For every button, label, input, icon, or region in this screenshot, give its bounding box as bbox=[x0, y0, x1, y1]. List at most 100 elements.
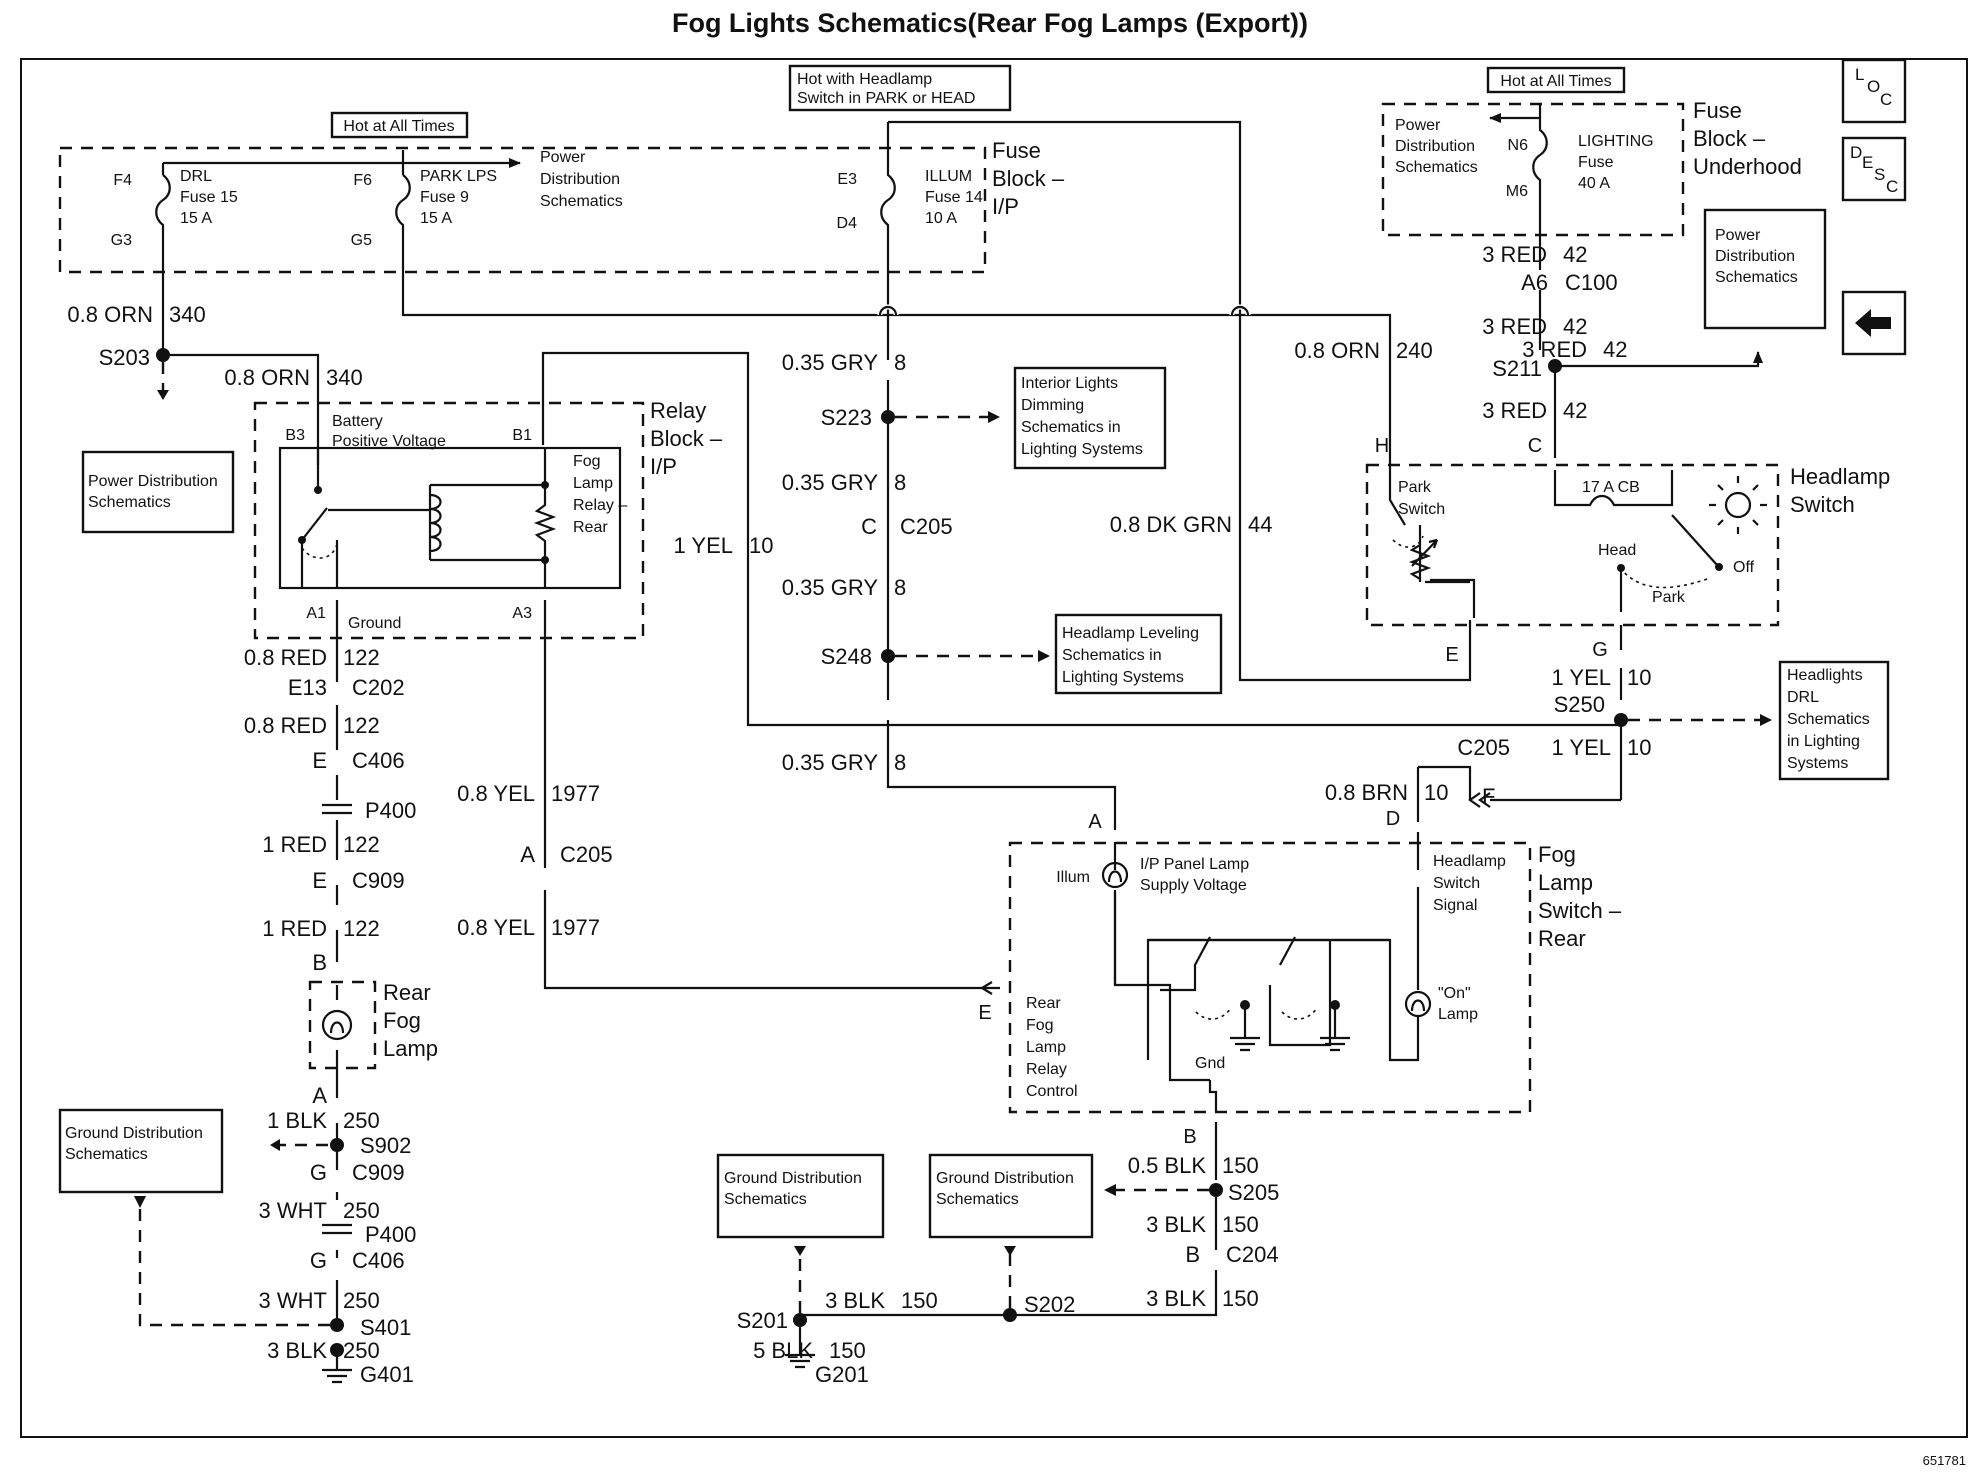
wire-w_red122b-gauge-color: 0.8 RED bbox=[244, 713, 327, 738]
hot-label-right: Hot at All Times bbox=[1500, 73, 1611, 90]
connector-c406b: C406 bbox=[352, 1248, 405, 1273]
hs-pin-c: C bbox=[1528, 435, 1542, 457]
headlamp-signal-label: Switch bbox=[1433, 875, 1480, 892]
power-dist-underhood: Distribution bbox=[1395, 138, 1475, 155]
wire-w_yel10a-gauge-color: 1 YEL bbox=[673, 533, 733, 558]
on-lamp-label: Lamp bbox=[1438, 1006, 1478, 1023]
loc-icon[interactable]: L bbox=[1855, 65, 1864, 84]
wire-w_wht250a-gauge-color: 3 WHT bbox=[259, 1198, 327, 1223]
connector-a205: A bbox=[520, 842, 535, 867]
fuse-block-underhood-label: Fuse bbox=[1693, 98, 1742, 123]
park-switch-label: Switch bbox=[1398, 501, 1445, 518]
headlamp-switch-label: Headlamp bbox=[1790, 464, 1890, 489]
desc-icon[interactable]: S bbox=[1874, 165, 1885, 184]
fog-switch-label: Fog bbox=[1538, 842, 1576, 867]
relay-pin-b1: B1 bbox=[512, 427, 532, 444]
wire-w_yel10b-gauge-color: 1 YEL bbox=[1551, 665, 1611, 690]
loc-icon[interactable]: C bbox=[1880, 90, 1892, 109]
wire-w_orn340b-circuit: 340 bbox=[326, 365, 363, 390]
relay-pin-a1: A1 bbox=[306, 605, 326, 622]
rear-fog-lamp-label: Rear bbox=[383, 980, 431, 1005]
wire-w_orn340a-circuit: 340 bbox=[169, 302, 206, 327]
fuse-bottom-pin: G3 bbox=[111, 232, 132, 249]
fuse-name: 15 A bbox=[180, 210, 212, 227]
wire-w_red122d-gauge-color: 1 RED bbox=[262, 916, 327, 941]
relay-control-label: Control bbox=[1026, 1083, 1078, 1100]
relay-block-label: Block – bbox=[650, 426, 723, 451]
wire-w_yel10b-circuit: 10 bbox=[1627, 665, 1651, 690]
page-title: Fog Lights Schematics(Rear Fog Lamps (Ex… bbox=[671, 8, 1309, 38]
wire-w_orn340a-gauge-color: 0.8 ORN bbox=[67, 302, 153, 327]
wire-w_orn240-gauge-color: 0.8 ORN bbox=[1294, 338, 1380, 363]
wire-w_orn240-circuit: 240 bbox=[1396, 338, 1433, 363]
fog-relay-label: Relay – bbox=[573, 497, 627, 514]
connector-c204: C204 bbox=[1226, 1242, 1279, 1267]
relay-internals bbox=[278, 446, 622, 590]
ref-ground-mid2: Ground Distribution bbox=[936, 1170, 1074, 1187]
connector-c202: C202 bbox=[352, 675, 405, 700]
hs-pin-g: G bbox=[1592, 639, 1608, 661]
wire-w_blk150a-circuit: 150 bbox=[1222, 1153, 1259, 1178]
connector-s902: S902 bbox=[360, 1133, 411, 1158]
back-arrow-icon[interactable] bbox=[1855, 309, 1891, 337]
underhood-fuse-wiring bbox=[1489, 104, 1763, 458]
relay-block-label: I/P bbox=[650, 454, 677, 479]
connector-c909b: C909 bbox=[352, 1160, 405, 1185]
wire-crossing-hops bbox=[877, 304, 1251, 316]
fog-relay-label: Lamp bbox=[573, 475, 613, 492]
wire-w_gry8d-circuit: 8 bbox=[894, 750, 906, 775]
loc-icon[interactable]: O bbox=[1867, 77, 1880, 96]
desc-icon[interactable]: E bbox=[1862, 153, 1873, 172]
rear-fog-lamp-label: Fog bbox=[383, 1008, 421, 1033]
connector-g406: G bbox=[310, 1248, 327, 1273]
fog-switch-internals bbox=[1101, 861, 1432, 1180]
rear-fog-lamp-outline bbox=[308, 980, 377, 1070]
wire-w_wht250b-circuit: 250 bbox=[343, 1288, 380, 1313]
wire-w_orn340b-gauge-color: 0.8 ORN bbox=[224, 365, 310, 390]
fuse-top-pin: F4 bbox=[113, 172, 132, 189]
wire-w_gry8a-gauge-color: 0.35 GRY bbox=[782, 350, 879, 375]
relay-control-label: Relay bbox=[1026, 1061, 1067, 1078]
connector-c205b: C205 bbox=[900, 514, 953, 539]
wire-w_blk150d-gauge-color: 3 BLK bbox=[825, 1288, 885, 1313]
fuse-name: ILLUM bbox=[925, 168, 972, 185]
wire-w_blk250-circuit: 250 bbox=[343, 1108, 380, 1133]
wire-w_blk250b-gauge-color: 3 BLK bbox=[267, 1338, 327, 1363]
power-dist-underhood: Schematics bbox=[1395, 159, 1478, 176]
connector-c100: C100 bbox=[1565, 270, 1618, 295]
fuse-block-ip-label: I/P bbox=[992, 194, 1019, 219]
ref-interior: Interior Lights bbox=[1021, 375, 1118, 392]
battery-positive-label: Battery bbox=[332, 413, 383, 430]
connector-s248: S248 bbox=[821, 644, 872, 669]
park-switch-label: Park bbox=[1398, 479, 1432, 496]
wire-w_blk150c-gauge-color: 3 BLK bbox=[1146, 1286, 1206, 1311]
wire-w_yel10c-circuit: 10 bbox=[1627, 735, 1651, 760]
ref-interior: Schematics in bbox=[1021, 419, 1121, 436]
wire-w_gry8b-gauge-color: 0.35 GRY bbox=[782, 470, 879, 495]
relay-block-label: Relay bbox=[650, 398, 706, 423]
head-label: Head bbox=[1598, 542, 1636, 559]
connector-e406: E bbox=[312, 748, 327, 773]
diagram-frame bbox=[20, 58, 1968, 1438]
left-column-wiring bbox=[156, 348, 1618, 1325]
wire-w_red122c-circuit: 122 bbox=[343, 832, 380, 857]
fuse-name: 10 A bbox=[925, 210, 957, 227]
hot-label-headlamp: Hot with Headlamp bbox=[797, 71, 932, 88]
ip-panel-label: Supply Voltage bbox=[1140, 877, 1247, 894]
relay-control-label: Fog bbox=[1026, 1017, 1054, 1034]
desc-icon[interactable]: D bbox=[1850, 143, 1862, 162]
ref-power-dist-right: Distribution bbox=[1715, 248, 1795, 265]
connector-c_c205: C bbox=[861, 514, 877, 539]
ref-leveling: Headlamp Leveling bbox=[1062, 625, 1199, 642]
wire-w_gry8c-gauge-color: 0.35 GRY bbox=[782, 575, 879, 600]
wire-w_yel10a-circuit: 10 bbox=[749, 533, 773, 558]
wire-w_gry8c-circuit: 8 bbox=[894, 575, 906, 600]
wire-w_blk150c-circuit: 150 bbox=[1222, 1286, 1259, 1311]
headlamp-switch-internals bbox=[1388, 470, 1767, 618]
desc-icon[interactable]: C bbox=[1886, 177, 1898, 196]
ip-panel-label: I/P Panel Lamp bbox=[1140, 856, 1249, 873]
connector-b_c204: B bbox=[1185, 1242, 1200, 1267]
wire-w_blk150d-circuit: 150 bbox=[901, 1288, 938, 1313]
fog-switch-label: Rear bbox=[1538, 926, 1586, 951]
connector-c205a: C205 bbox=[560, 842, 613, 867]
